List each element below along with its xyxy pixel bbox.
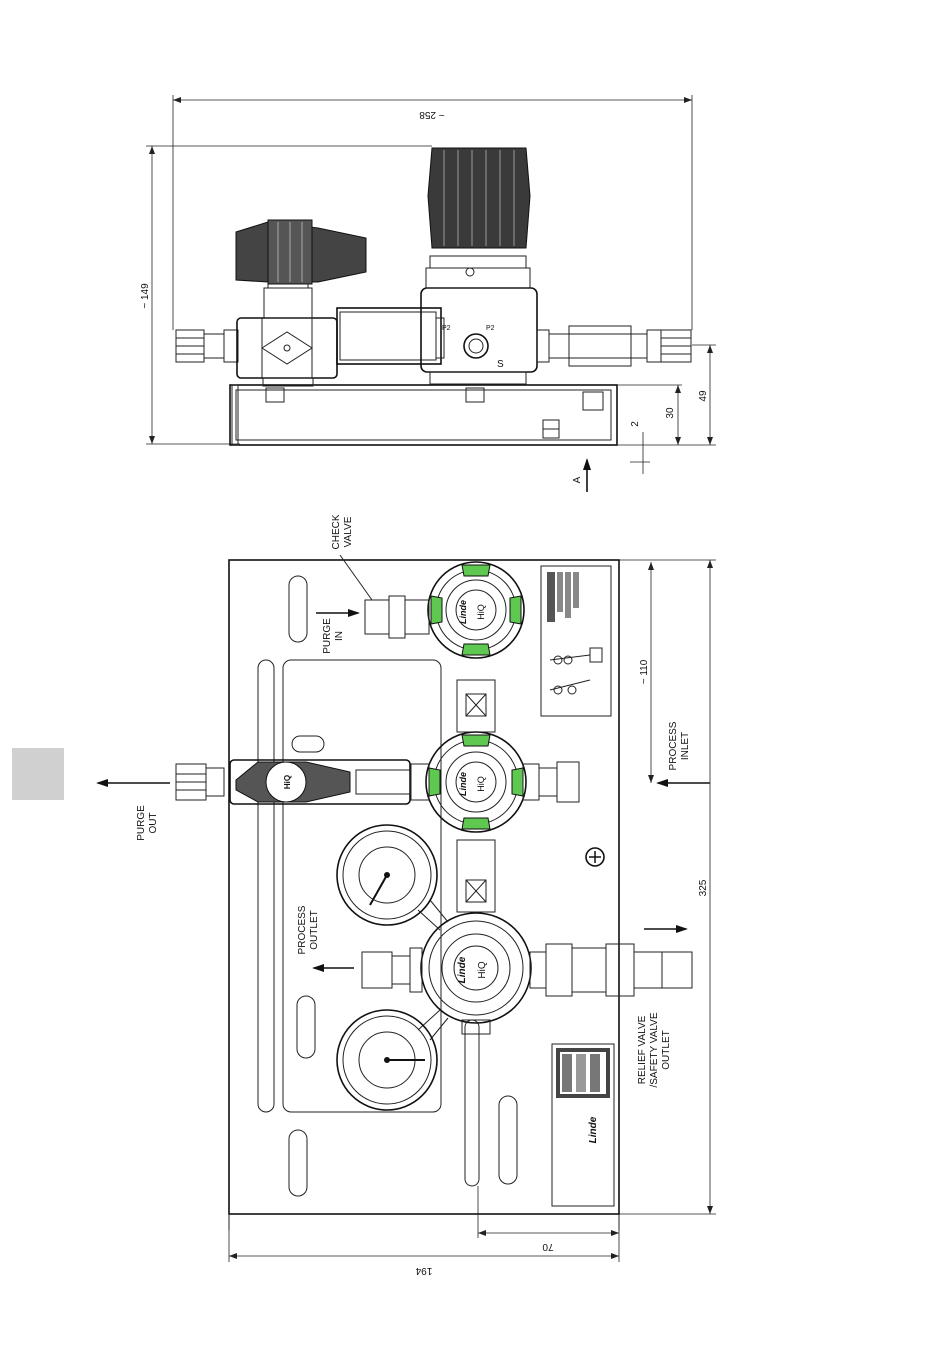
purge-in-label-2: IN <box>334 631 345 641</box>
side-left-fittings <box>176 330 238 362</box>
check-valve-label-2: VALVE <box>343 516 354 547</box>
process-inlet-fittings <box>523 762 579 802</box>
gauge-panel-recess <box>283 660 441 1112</box>
info-plate-logo: Linde <box>588 1116 599 1143</box>
dim-2-label: 2 <box>630 421 641 427</box>
view-arrow-a: A <box>572 458 591 492</box>
purge-out-label-2: OUT <box>148 812 159 833</box>
process-inlet-label-1: PROCESS <box>668 721 679 770</box>
process-outlet-label-2: OUTLET <box>309 910 320 949</box>
lower-regulator-brand: HiQ <box>477 961 488 978</box>
info-label-plate: Linde <box>552 1044 614 1206</box>
mounting-slots <box>258 576 517 1196</box>
side-valve-body <box>237 276 337 386</box>
svg-text:P2: P2 <box>442 325 451 332</box>
dim-325-label: 325 <box>698 879 709 896</box>
side-regulator-knob <box>428 148 530 248</box>
dim-194-label: 194 <box>415 1265 432 1276</box>
dim-110-label: ~ 110 <box>639 659 650 684</box>
schematic-label-plate <box>541 566 611 716</box>
purge-valve-assembly: HiQ <box>176 760 429 804</box>
side-port-mark: S <box>497 359 504 370</box>
purge-valve-brand: HiQ <box>283 775 292 789</box>
process-inlet-label-2: INLET <box>680 732 691 760</box>
relief-valve-label-2: /SAFETY VALVE <box>649 1012 660 1087</box>
dim-width-label: ~ 258 <box>419 109 445 120</box>
process-outlet-label-1: PROCESS <box>297 905 308 954</box>
middle-regulator-logo: Linde <box>458 772 468 796</box>
dim-70-label: 70 <box>542 1241 554 1252</box>
upper-regulator-brand: HiQ <box>476 604 486 620</box>
dim-right-heights: 49 30 2 <box>617 345 716 474</box>
upper-regulator-logo: Linde <box>458 600 468 624</box>
dim-height-149: ~ 149 <box>140 146 432 444</box>
check-valve-fitting <box>340 555 429 638</box>
upper-regulator: Linde HiQ <box>428 562 524 658</box>
dim-height-label: ~ 149 <box>140 283 151 309</box>
lower-regulator-logo: Linde <box>457 956 468 983</box>
base-plate <box>230 385 617 445</box>
relief-valve-fittings <box>530 944 692 996</box>
lower-pressure-gauge <box>337 1010 448 1110</box>
panel-screw <box>586 848 604 866</box>
upper-pressure-gauge <box>337 825 448 930</box>
purge-in-label-1: PURGE <box>322 618 333 654</box>
check-valve-label-1: CHECK <box>331 514 342 549</box>
relief-valve-label-3: OUTLET <box>661 1030 672 1069</box>
dim-49-label: 49 <box>698 390 709 402</box>
view-marker-label: A <box>572 476 583 483</box>
side-right-fittings <box>537 326 691 366</box>
svg-text:P2: P2 <box>486 325 495 332</box>
dim-30-label: 30 <box>665 407 676 419</box>
middle-regulator-brand: HiQ <box>476 776 486 792</box>
relief-valve-label-1: RELIEF VALVE <box>637 1015 648 1084</box>
purge-out-label-1: PURGE <box>136 805 147 841</box>
front-panel-outline <box>229 560 619 1214</box>
side-valve-handle <box>236 220 366 284</box>
side-view: ~ 258 ~ 149 <box>140 95 716 492</box>
side-connector <box>337 308 444 364</box>
process-outlet-fittings <box>362 948 422 992</box>
front-view: Linde HiQ Linde HiQ Linde HiQ <box>96 514 716 1276</box>
lower-regulator: Linde HiQ <box>421 913 531 1034</box>
